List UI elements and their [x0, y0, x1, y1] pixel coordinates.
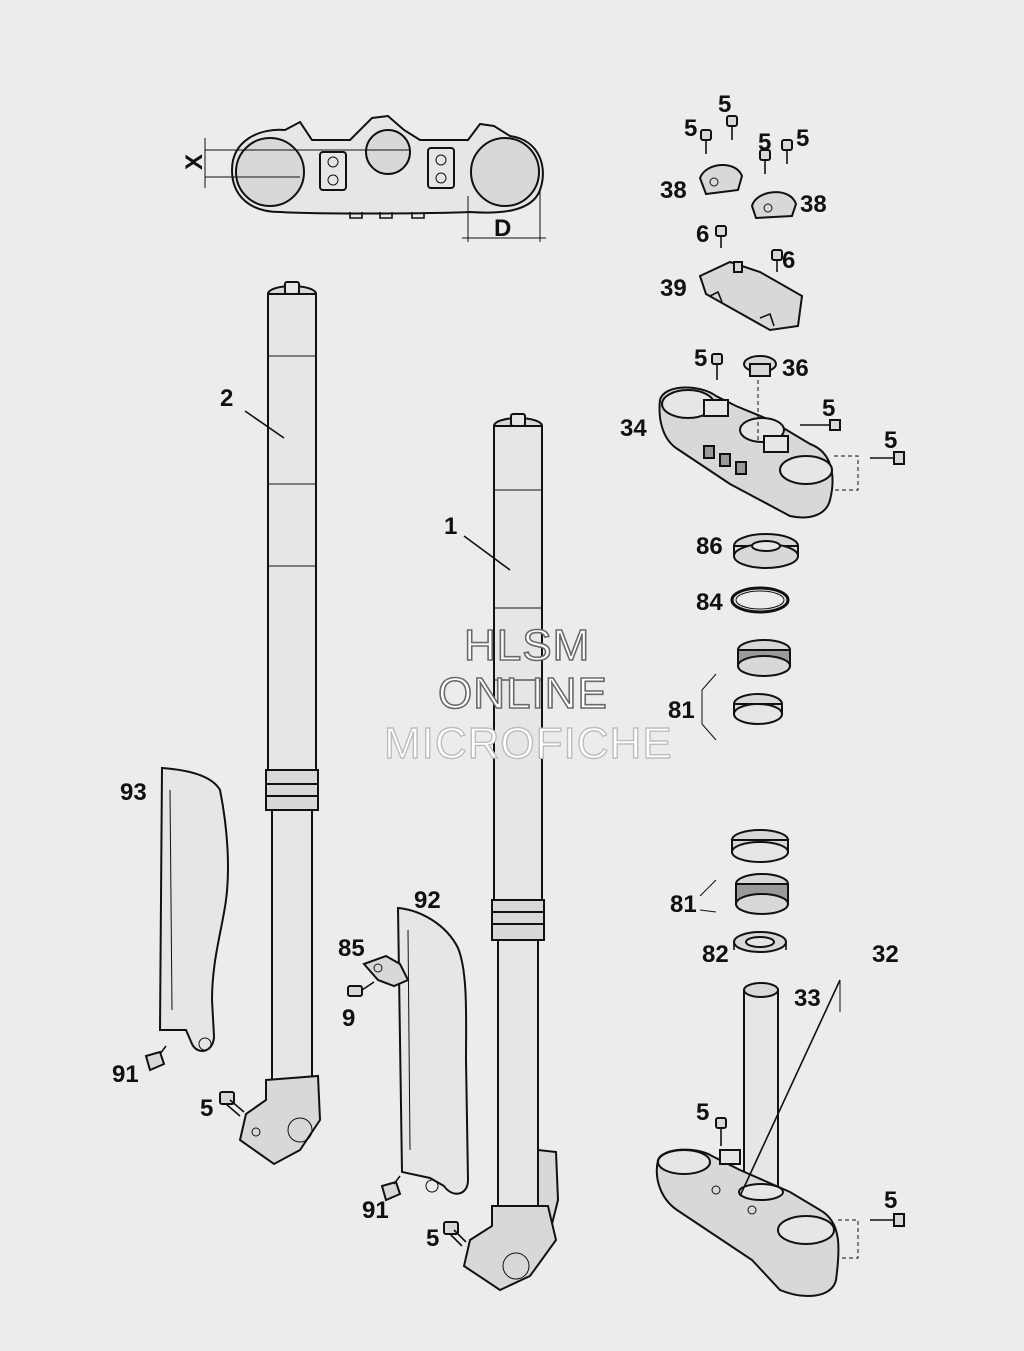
callout-2: 2 — [220, 385, 233, 412]
callout-86: 86 — [696, 533, 723, 560]
callout-5-lower-clamp-bolt: 5 — [884, 1187, 897, 1214]
callout-5-top-a: 5 — [718, 91, 731, 118]
callout-81-upper: 81 — [668, 697, 695, 724]
callout-81-lower: 81 — [670, 891, 697, 918]
callout-5-left-foot: 5 — [200, 1095, 213, 1122]
screw-5-lower-clamp — [715, 1117, 727, 1146]
callout-38-left: 38 — [660, 177, 687, 204]
bolt-91-left — [144, 1045, 167, 1072]
watermark: HLSM ONLINE MICROFICHE — [383, 620, 673, 769]
watermark-line-1: HLSM — [464, 621, 590, 670]
callout-34: 34 — [620, 415, 647, 442]
fork-leg-1 — [462, 413, 560, 1292]
callout-5-upper-clamp-a: 5 — [822, 395, 835, 422]
screw-5-upper — [711, 353, 723, 380]
triple-clamp-plan-view: X D — [181, 114, 546, 242]
callout-84: 84 — [696, 589, 723, 616]
seal-82 — [733, 931, 787, 953]
callout-9: 9 — [342, 1005, 355, 1032]
bearing-81-lower — [699, 829, 789, 915]
upper-triple-clamp-34 — [658, 386, 834, 519]
watermark-line-3: MICROFICHE — [384, 719, 673, 768]
bearing-81-upper — [701, 639, 791, 741]
callout-91-left: 91 — [112, 1061, 139, 1088]
dust-seal-86 — [733, 533, 799, 569]
fork-guard-93 — [158, 766, 229, 1052]
callout-39: 39 — [660, 275, 687, 302]
callout-91-right: 91 — [362, 1197, 389, 1224]
screw-9 — [347, 981, 375, 997]
screws-5-top — [700, 115, 793, 174]
steering-nut-36 — [743, 355, 777, 377]
fork-leg-2 — [238, 281, 322, 1166]
callout-1: 1 — [444, 513, 457, 540]
callout-85: 85 — [338, 935, 365, 962]
callout-5-upper-clamp-b: 5 — [884, 427, 897, 454]
callout-5-top-d: 5 — [796, 125, 809, 152]
seal-ring-84 — [730, 586, 790, 614]
handlebar-mount-39 — [698, 260, 804, 332]
callout-5-upper: 5 — [694, 345, 707, 372]
lower-triple-clamp-32 — [655, 979, 841, 1297]
dimension-x-label: X — [181, 154, 208, 170]
bolt-5-right-foot — [443, 1221, 467, 1247]
screws-6 — [715, 225, 783, 272]
bolt-5-lower-clamp — [838, 1213, 905, 1259]
handlebar-clamp-38-right — [750, 191, 798, 220]
callout-93: 93 — [120, 779, 147, 806]
callout-92: 92 — [414, 887, 441, 914]
callout-5-top-c: 5 — [758, 129, 771, 156]
callout-6-right: 6 — [782, 247, 795, 274]
callout-82: 82 — [702, 941, 729, 968]
handlebar-clamp-38-left — [698, 163, 744, 196]
bolt-91-right — [380, 1175, 402, 1202]
callout-5-top-b: 5 — [684, 115, 697, 142]
callout-5-right-foot: 5 — [426, 1225, 439, 1252]
callout-32: 32 — [872, 941, 899, 968]
watermark-line-2: ONLINE — [438, 669, 608, 718]
bolt-5-left-foot — [219, 1091, 245, 1117]
callout-5-lower-clamp: 5 — [696, 1099, 709, 1126]
bolt-5-upper-clamp-b — [834, 451, 905, 491]
callout-36: 36 — [782, 355, 809, 382]
cable-clamp-85 — [362, 954, 410, 988]
fork-guard-92 — [396, 906, 470, 1195]
dimension-d-label: D — [494, 215, 511, 242]
callout-6-left: 6 — [696, 221, 709, 248]
callout-33: 33 — [794, 985, 821, 1012]
callout-labels: 2 1 93 92 85 9 91 5 91 5 5 5 5 5 38 38 6… — [112, 91, 899, 1252]
callout-38-right: 38 — [800, 191, 827, 218]
bolt-5-upper-clamp-a — [800, 419, 841, 431]
